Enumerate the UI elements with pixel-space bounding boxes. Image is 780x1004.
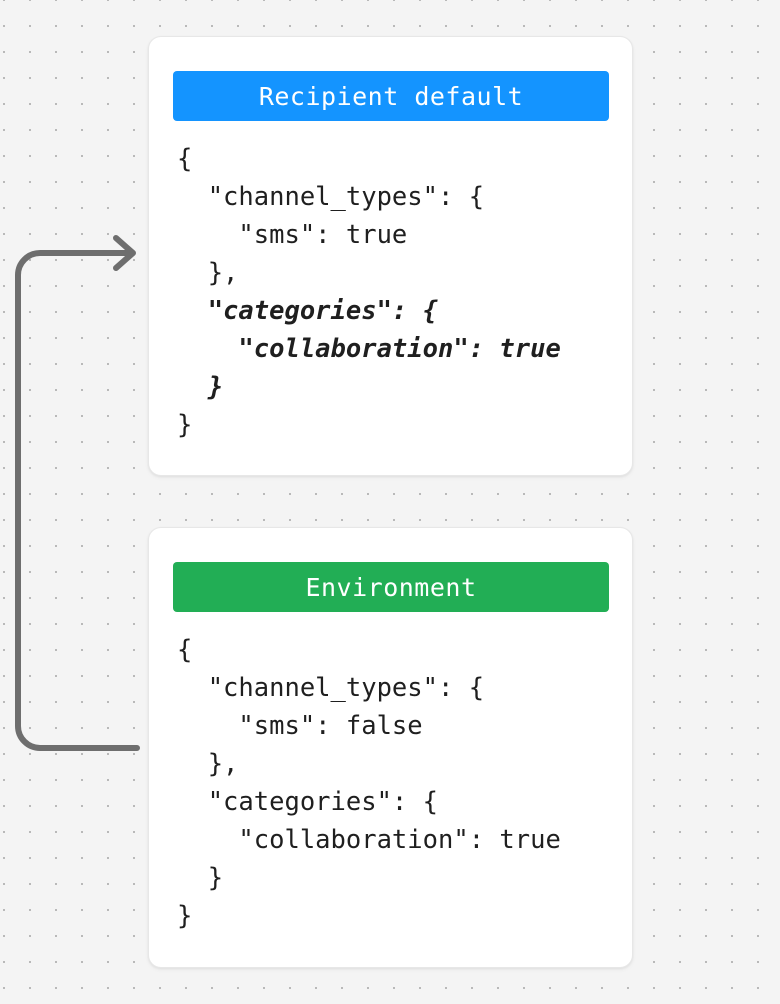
code-line: "collaboration": true (177, 334, 561, 364)
flow-arrow-head-icon (113, 235, 136, 271)
code-line: } (177, 410, 193, 440)
code-line: "sms": true (177, 220, 408, 250)
card-header-label: Recipient default (258, 81, 524, 111)
card-environment[interactable]: Environment { "channel_types": { "sms": … (148, 527, 633, 968)
code-block-environment: { "channel_types": { "sms": false }, "ca… (177, 631, 618, 935)
code-line: } (177, 901, 193, 931)
code-line: } (177, 863, 224, 893)
code-line: { (177, 144, 193, 174)
flow-arrow-path (15, 250, 140, 751)
code-line: "sms": false (177, 711, 423, 741)
card-header-environment: Environment (173, 562, 609, 612)
code-line: "collaboration": true (177, 825, 561, 855)
code-line: }, (177, 749, 239, 779)
code-line: "categories": { (177, 787, 438, 817)
card-header-label: Environment (305, 572, 477, 602)
card-header-recipient-default: Recipient default (173, 71, 609, 121)
code-line: "channel_types": { (177, 673, 485, 703)
code-line: "categories": { (177, 296, 438, 326)
code-line: } (177, 372, 224, 402)
card-recipient-default[interactable]: Recipient default { "channel_types": { "… (148, 36, 633, 476)
code-line: }, (177, 258, 239, 288)
code-line: { (177, 635, 193, 665)
flow-arrow (15, 235, 140, 751)
code-line: "channel_types": { (177, 182, 485, 212)
code-block-recipient-default: { "channel_types": { "sms": true }, "cat… (177, 140, 618, 444)
